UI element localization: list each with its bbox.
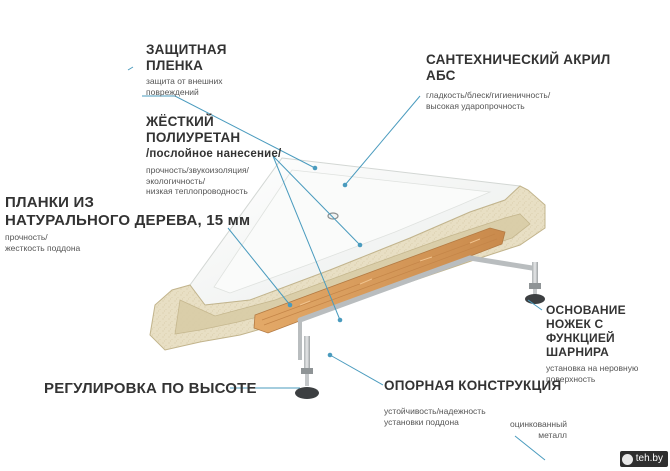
legs-desc-2: поверхность bbox=[546, 373, 596, 384]
wood-desc-1: прочность/ bbox=[5, 232, 48, 242]
leader-wood bbox=[227, 227, 291, 306]
leader-poly-2 bbox=[272, 155, 341, 321]
acrylic-basin bbox=[213, 169, 492, 294]
film-title-2: ПЛЕНКА bbox=[146, 58, 204, 73]
support-desc-2: установки поддона bbox=[384, 416, 459, 427]
leader-acrylic bbox=[344, 95, 421, 186]
watermark-text: teh.by bbox=[635, 453, 663, 464]
leader-support bbox=[329, 354, 384, 386]
legs-title-1: ОСНОВАНИЕ НОЖЕК С bbox=[546, 303, 626, 331]
wood-title-2: НАТУРАЛЬНОГО ДЕРЕВА, 15 мм bbox=[5, 212, 251, 229]
metal-line-1: оцинкованный bbox=[510, 419, 567, 429]
wood-title-1: ПЛАНКИ ИЗ bbox=[5, 194, 95, 211]
support-title: ОПОРНАЯ КОНСТРУКЦИЯ bbox=[384, 378, 562, 393]
label-acrylic: САНТЕХНИЧЕСКИЙ АКРИЛ АБС гладкость/блеск… bbox=[426, 52, 610, 111]
leader-legs-base bbox=[527, 299, 543, 311]
acrylic-desc-1: гладкость/блеск/гигиеничность/ bbox=[426, 90, 551, 100]
poly-desc-2: экологичность/ bbox=[146, 175, 206, 186]
poly-title-1: ЖЁСТКИЙ bbox=[146, 114, 214, 129]
polyurethane-section bbox=[174, 213, 531, 335]
legs-desc-1: установка на неровную bbox=[546, 363, 639, 373]
leader-lines bbox=[127, 66, 546, 461]
label-galvanized: оцинкованный металл bbox=[510, 419, 567, 440]
leader-film bbox=[127, 66, 316, 169]
acrylic-title-2: АБС bbox=[426, 68, 456, 83]
wood-slat bbox=[253, 227, 506, 334]
acrylic-desc-2: высокая ударопрочность bbox=[426, 100, 525, 111]
label-protective-film: ЗАЩИТНАЯ ПЛЕНКА защита от внешних повреж… bbox=[146, 42, 227, 97]
acrylic-title-1: САНТЕХНИЧЕСКИЙ АКРИЛ bbox=[426, 52, 611, 67]
leg-left bbox=[295, 336, 319, 399]
metal-line-2: металл bbox=[538, 429, 567, 440]
label-legs-base: ОСНОВАНИЕ НОЖЕК С ФУНКЦИЕЙ ШАРНИРА устан… bbox=[546, 303, 670, 384]
label-wood-slats: ПЛАНКИ ИЗ НАТУРАЛЬНОГО ДЕРЕВА, 15 мм про… bbox=[5, 194, 250, 253]
film-desc-2: повреждений bbox=[146, 86, 199, 97]
label-height-adjust: РЕГУЛИРОВКА ПО ВЫСОТЕ bbox=[44, 380, 257, 398]
film-title-1: ЗАЩИТНАЯ bbox=[146, 42, 227, 57]
watermark: teh.by bbox=[619, 451, 668, 467]
support-desc-1: устойчивость/надежность bbox=[384, 406, 486, 416]
height-title: РЕГУЛИРОВКА ПО ВЫСОТЕ bbox=[44, 380, 257, 397]
leader-poly-1 bbox=[272, 155, 361, 246]
poly-subtitle: /послойное нанесение/ bbox=[146, 148, 282, 160]
label-polyurethane: ЖЁСТКИЙ ПОЛИУРЕТАН /послойное нанесение/… bbox=[146, 114, 281, 197]
poly-desc-3: низкая теплопроводность bbox=[146, 186, 248, 196]
label-support: ОПОРНАЯ КОНСТРУКЦИЯ устойчивость/надежно… bbox=[384, 378, 561, 427]
support-frame bbox=[297, 255, 535, 360]
poly-desc-1: прочность/звукоизоляция/ bbox=[146, 165, 249, 175]
leader-metal bbox=[514, 435, 546, 461]
logo-icon bbox=[621, 453, 633, 465]
legs-title-2: ФУНКЦИЕЙ ШАРНИРА bbox=[546, 331, 615, 359]
poly-title-2: ПОЛИУРЕТАН bbox=[146, 130, 241, 145]
film-desc-1: защита от внешних bbox=[146, 76, 223, 86]
wood-desc-2: жесткость поддона bbox=[5, 242, 81, 253]
